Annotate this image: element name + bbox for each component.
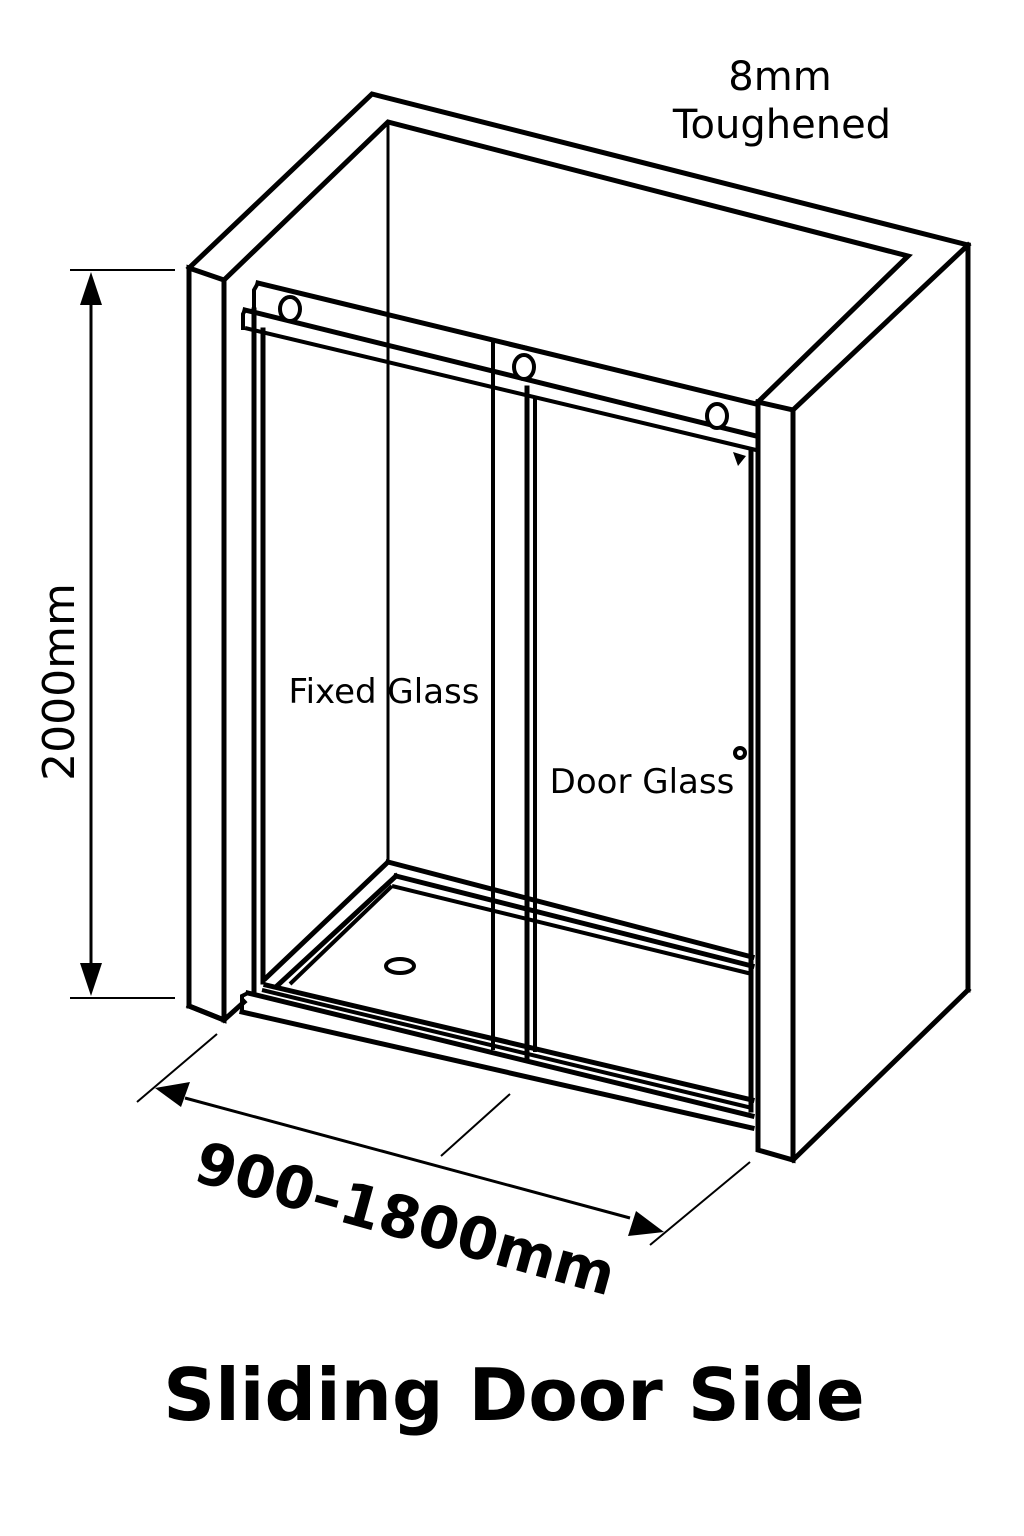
width-dimension-label: 900–1800mm [188, 1128, 623, 1309]
fixed-glass-label: Fixed Glass [289, 672, 480, 712]
drain-icon [384, 957, 416, 975]
roller-wheel-icon [512, 353, 536, 381]
door-handle-icon[interactable] [733, 746, 747, 760]
diagram-title: Sliding Door Side [163, 1353, 864, 1437]
width-dimension [136, 1033, 751, 1246]
door-glass-label: Door Glass [550, 762, 735, 802]
stopper-icon [733, 452, 746, 466]
top-rail [241, 279, 760, 452]
arrow-down-icon [80, 963, 102, 996]
glass-spec-type: Toughened [672, 102, 891, 148]
height-dimension [70, 269, 175, 999]
glass-spec-thickness: 8mm [728, 54, 831, 100]
wall-enclosure [185, 91, 972, 1164]
roller-wheels [278, 295, 746, 466]
fixed-glass-panel [251, 307, 266, 993]
arrow-left-icon [155, 1082, 190, 1107]
shower-tray [239, 858, 756, 1131]
roller-wheel-icon [278, 295, 302, 323]
arrow-up-icon [80, 272, 102, 305]
height-dimension-label: 2000mm [34, 583, 85, 781]
sliding-door-panel [491, 338, 754, 1113]
arrow-right-icon [628, 1211, 664, 1236]
roller-wheel-icon [705, 402, 729, 430]
